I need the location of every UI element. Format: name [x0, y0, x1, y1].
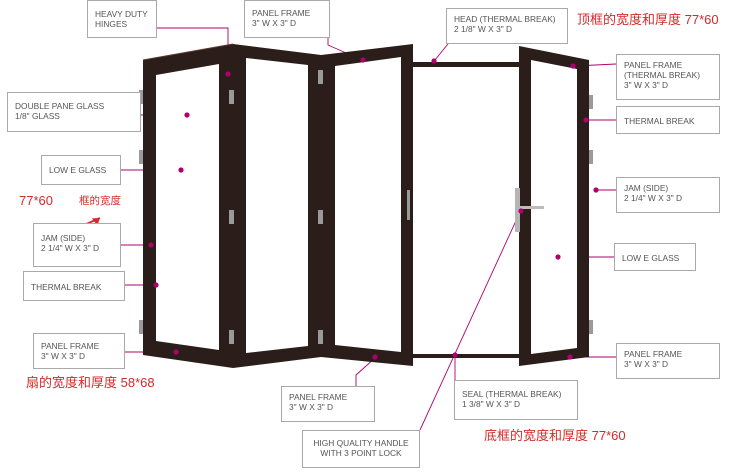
label-panel-frame-left-line-2: 3" W x 3" D: [41, 351, 86, 361]
label-panel-frame-top: PANEL FRAME 3" W x 3" D: [244, 0, 330, 38]
label-high-quality-handle-line-1: HIGH QUALITY HANDLE: [313, 438, 409, 448]
label-panel-frame-thermal-break-line-1: PANEL FRAME: [624, 60, 683, 70]
label-panel-frame-top-line-1: PANEL FRAME: [252, 8, 311, 18]
label-low-e-glass-left: LOW E GLASS: [41, 155, 121, 185]
label-panel-frame-bottom-line-1: PANEL FRAME: [289, 392, 348, 402]
door-panel-4: [519, 46, 589, 366]
label-panel-frame-right: PANEL FRAME 3" W x 3" D: [616, 343, 720, 379]
label-panel-frame-thermal-break: PANEL FRAME (THERMAL BREAK) 3" W x 3" D: [616, 54, 720, 100]
label-low-e-glass-right: LOW E GLASS: [614, 243, 696, 271]
label-panel-frame-left: PANEL FRAME 3" W x 3" D: [33, 333, 125, 369]
note-frame-size: 77*60: [19, 193, 53, 208]
label-double-pane-glass-line-1: DOUBLE PANE GLASS: [15, 101, 105, 111]
note-top-frame: 顶框的宽度和厚度 77*60: [577, 12, 719, 27]
label-low-e-glass-left-line-1: LOW E GLASS: [49, 165, 107, 175]
label-jam-side-right-line-2: 2 1/4" W x 3" D: [624, 193, 683, 203]
label-jam-side-left-line-2: 2 1/4" W x 3" D: [41, 243, 100, 253]
label-seal-thermal-break: SEAL (THERMAL BREAK) 1 3/8" W x 3" D: [454, 380, 578, 420]
label-panel-frame-thermal-break-line-2: (THERMAL BREAK): [624, 70, 701, 80]
label-high-quality-handle-line-2: WITH 3 POINT LOCK: [320, 448, 402, 458]
sill-frame: [413, 354, 521, 358]
door-panel-3: [321, 44, 413, 366]
note-sash: 扇的宽度和厚度 58*68: [26, 375, 155, 390]
callout-dots: [148, 57, 599, 360]
label-panel-frame-top-line-2: 3" W x 3" D: [252, 18, 297, 28]
label-thermal-break-right-line-1: THERMAL BREAK: [624, 116, 695, 126]
hinge-group: [139, 70, 593, 344]
label-jam-side-right: JAM (SIDE) 2 1/4" W x 3" D: [616, 177, 720, 213]
label-heavy-duty-hinges-line-2: HINGES: [95, 19, 128, 29]
label-head-thermal-break-line-1: HEAD (THERMAL BREAK): [454, 14, 556, 24]
label-panel-frame-bottom-line-2: 3" W x 3" D: [289, 402, 334, 412]
label-panel-frame-right-line-2: 3" W x 3" D: [624, 359, 669, 369]
label-heavy-duty-hinges-line-1: HEAVY DUTY: [95, 9, 148, 19]
label-heavy-duty-hinges: HEAVY DUTY HINGES: [87, 0, 157, 38]
label-thermal-break-right: THERMAL BREAK: [616, 106, 720, 134]
label-panel-frame-thermal-break-line-3: 3" W x 3" D: [624, 80, 669, 90]
label-seal-thermal-break-line-1: SEAL (THERMAL BREAK): [462, 389, 562, 399]
note-bottom-frame: 底框的宽度和厚度 77*60: [484, 428, 626, 443]
head-frame: [413, 62, 521, 67]
label-head-thermal-break-line-2: 2 1/8" W x 3" D: [454, 24, 513, 34]
label-low-e-glass-right-line-1: LOW E GLASS: [622, 253, 680, 263]
door-panel-2: [233, 44, 321, 368]
label-panel-frame-left-line-1: PANEL FRAME: [41, 341, 100, 351]
label-double-pane-glass-line-2: 1/8" GLASS: [15, 111, 60, 121]
label-double-pane-glass: DOUBLE PANE GLASS 1/8" GLASS: [7, 92, 141, 132]
door-panel-1: [142, 43, 234, 368]
label-jam-side-right-line-1: JAM (SIDE): [624, 183, 669, 193]
label-thermal-break-left: THERMAL BREAK: [23, 271, 125, 301]
label-panel-frame-bottom: PANEL FRAME 3" W x 3" D: [281, 386, 375, 422]
handle-icon: [407, 188, 544, 232]
label-seal-thermal-break-line-2: 1 3/8" W x 3" D: [462, 399, 521, 409]
label-jam-side-left: JAM (SIDE) 2 1/4" W x 3" D: [33, 223, 121, 267]
label-high-quality-handle: HIGH QUALITY HANDLE WITH 3 POINT LOCK: [302, 430, 420, 468]
label-jam-side-left-line-1: JAM (SIDE): [41, 233, 86, 243]
label-panel-frame-right-line-1: PANEL FRAME: [624, 349, 683, 359]
note-frame-width: 框的宽度: [79, 195, 121, 207]
label-thermal-break-left-line-1: THERMAL BREAK: [31, 282, 102, 292]
label-head-thermal-break: HEAD (THERMAL BREAK) 2 1/8" W x 3" D: [446, 8, 568, 44]
